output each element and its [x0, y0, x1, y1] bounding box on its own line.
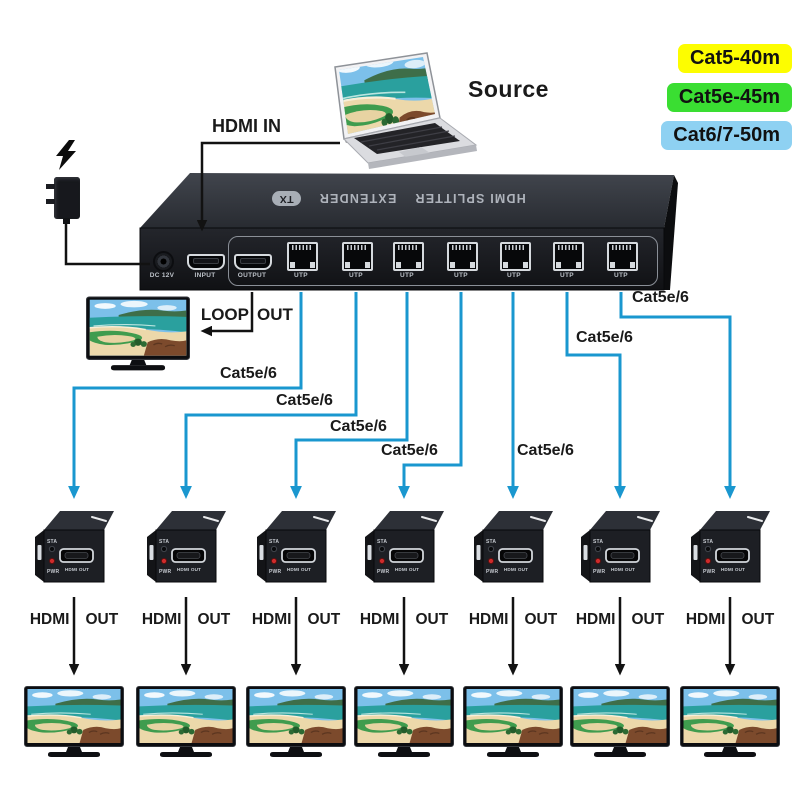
receiver-device-1: STA PWR HDMI OUT [32, 504, 116, 596]
output-tv-7 [680, 686, 780, 760]
utp-port-6 [553, 242, 584, 271]
receiver-hdmi-out-label: HDMI OUT [721, 567, 745, 572]
cord-nub [63, 218, 70, 224]
badge-cat6-7: Cat6/7-50m [661, 121, 792, 150]
pwr-label: PWR [47, 569, 59, 575]
cable-label: Cat5e/6 [276, 392, 333, 409]
laptop-touchpad [399, 147, 430, 158]
pwr-label: PWR [159, 569, 171, 575]
utp-port-4 [447, 242, 478, 271]
utp-port-5 [500, 242, 531, 271]
plug-prong [46, 199, 55, 204]
cable-label: Cat5e/6 [381, 442, 438, 459]
cable-label: Cat5e/6 [330, 418, 387, 435]
plug-prong [46, 184, 55, 189]
receiver-hdmi-out-label: HDMI OUT [395, 567, 419, 572]
cable-label: Cat5e/6 [632, 289, 689, 306]
output-tv-6 [570, 686, 670, 760]
utp-port-label: UTP [560, 272, 574, 279]
power-adapter [46, 177, 80, 224]
sta-label: STA [486, 539, 496, 545]
receiver-hdmi-out-label: HDMI OUT [504, 567, 528, 572]
utp-port-label: UTP [400, 272, 414, 279]
loop-out-label-right: OUT [257, 305, 293, 324]
loop-out-label-left: LOOP [200, 305, 249, 324]
output-tv-3 [246, 686, 346, 760]
badge-cat5e: Cat5e-45m [666, 83, 792, 112]
splitter-name-left: HDMI SPLITTER [414, 191, 526, 206]
cable-label: Cat5e/6 [517, 442, 574, 459]
splitter-name-right: EXTENDER [318, 191, 397, 206]
lightning-icon [56, 140, 76, 170]
pwr-label: PWR [269, 569, 281, 575]
utp-port-label: UTP [614, 272, 628, 279]
pwr-label: PWR [486, 569, 498, 575]
utp-port-label: UTP [349, 272, 363, 279]
utp-port-label: UTP [294, 272, 308, 279]
receiver-hdmi-out-label: HDMI OUT [611, 567, 635, 572]
hdmi-input-port [187, 254, 225, 270]
pwr-label: PWR [703, 569, 715, 575]
utp-port-3 [393, 242, 424, 271]
sta-label: STA [159, 539, 169, 545]
receiver-device-2: STA PWR HDMI OUT [144, 504, 228, 596]
sta-label: STA [47, 539, 57, 545]
utp-port-2 [342, 242, 373, 271]
cable-label: Cat5e/6 [576, 329, 633, 346]
source-label: Source [468, 76, 549, 102]
output-tv-4 [354, 686, 454, 760]
hdmi-in-label: HDMI IN [212, 116, 281, 136]
utp-cable-6 [565, 292, 626, 499]
dc-power-port [153, 251, 174, 272]
receiver-device-6: STA PWR HDMI OUT [578, 504, 662, 596]
utp-cable-7 [619, 292, 736, 499]
utp-port-label: UTP [454, 272, 468, 279]
tx-badge: TX [272, 191, 301, 206]
splitter-device: HDMI SPLITTER EXTENDER TX DC 12V INPUT O… [138, 170, 682, 292]
output-tv-1 [24, 686, 124, 760]
receiver-device-7: STA PWR HDMI OUT [688, 504, 772, 596]
badge-cat5: Cat5-40m [677, 44, 792, 73]
sta-label: STA [703, 539, 713, 545]
output-ports-outline [228, 236, 658, 286]
pwr-label: PWR [377, 569, 389, 575]
utp-port-label: UTP [507, 272, 521, 279]
splitter-top-label: HDMI SPLITTER EXTENDER TX [264, 191, 534, 206]
receiver-hdmi-out-label: HDMI OUT [177, 567, 201, 572]
dc-port-label: DC 12V [149, 272, 175, 279]
receiver-device-3: STA PWR HDMI OUT [254, 504, 338, 596]
receiver-hdmi-out-label: HDMI OUT [65, 567, 89, 572]
output-port-label: OUTPUT [237, 272, 267, 279]
input-port-label: INPUT [194, 272, 216, 279]
utp-port-7 [607, 242, 638, 271]
receiver-device-4: STA PWR HDMI OUT [362, 504, 446, 596]
pwr-label: PWR [593, 569, 605, 575]
output-tv-5 [463, 686, 563, 760]
sta-label: STA [593, 539, 603, 545]
cable-label: Cat5e/6 [220, 365, 277, 382]
receiver-device-5: STA PWR HDMI OUT [471, 504, 555, 596]
receiver-hdmi-out-label: HDMI OUT [287, 567, 311, 572]
output-tv-2 [136, 686, 236, 760]
sta-label: STA [377, 539, 387, 545]
hdmi-output-port [234, 254, 272, 270]
sta-label: STA [269, 539, 279, 545]
utp-port-1 [287, 242, 318, 271]
source-laptop [334, 52, 478, 169]
loop-out-tv [86, 296, 190, 374]
